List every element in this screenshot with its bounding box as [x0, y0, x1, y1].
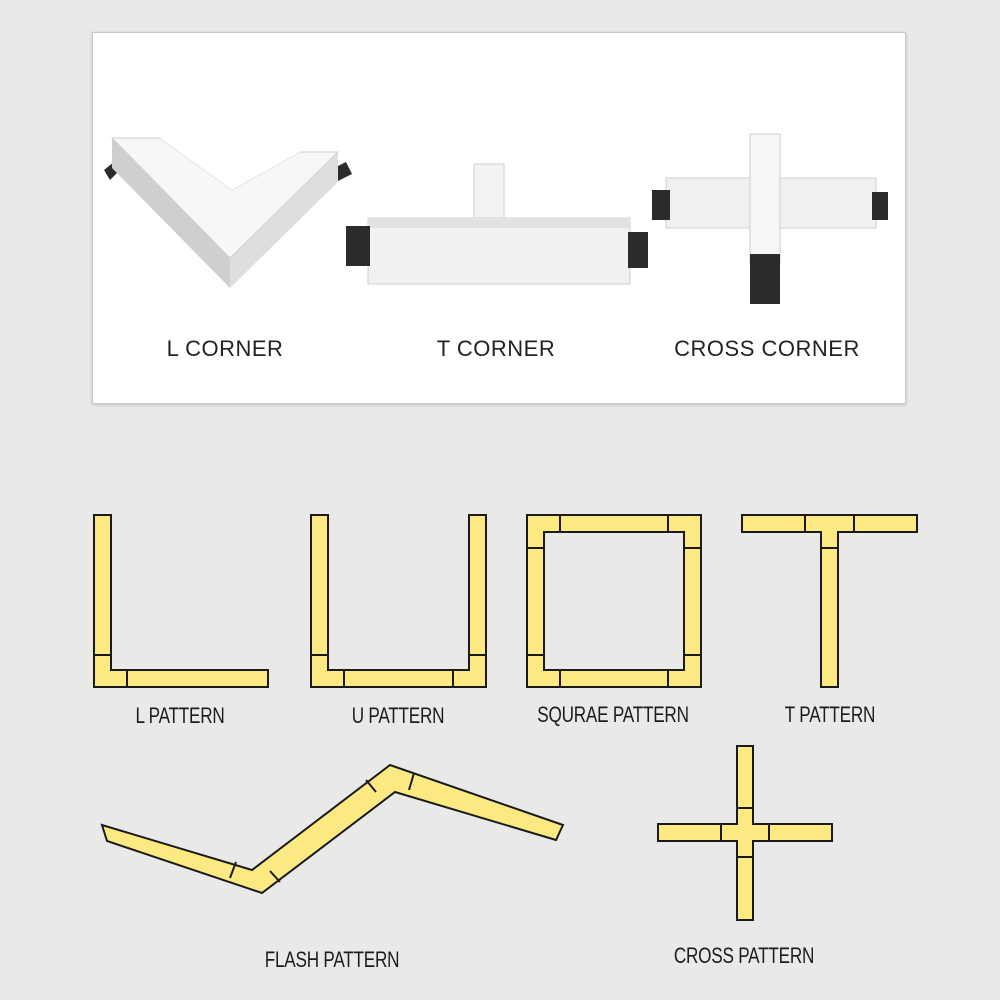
- l-corner-label: L CORNER: [166, 336, 284, 361]
- u-pattern-label: U PATTERN: [351, 703, 445, 728]
- cross-corner-label: CROSS CORNER: [674, 336, 860, 361]
- flash-pattern-label: FLASH PATTERN: [264, 947, 400, 972]
- flash-pattern-diagram: [100, 763, 565, 895]
- l-pattern-label: L PATTERN: [135, 703, 225, 728]
- t-corner-label: T CORNER: [436, 336, 556, 361]
- cross-corner-connector-image: [652, 133, 888, 304]
- square-pattern-diagram: [526, 514, 702, 688]
- cross-pattern-diagram: [657, 745, 833, 921]
- l-pattern-diagram: [93, 514, 269, 688]
- t-corner-connector-image: [346, 163, 648, 285]
- square-pattern-label: SQURAE PATTERN: [537, 702, 689, 727]
- cross-pattern-label: CROSS PATTERN: [673, 943, 815, 968]
- t-pattern-diagram: [741, 514, 918, 688]
- l-corner-connector-image: [104, 137, 352, 288]
- u-pattern-diagram: [310, 514, 487, 688]
- t-pattern-label: T PATTERN: [784, 702, 876, 727]
